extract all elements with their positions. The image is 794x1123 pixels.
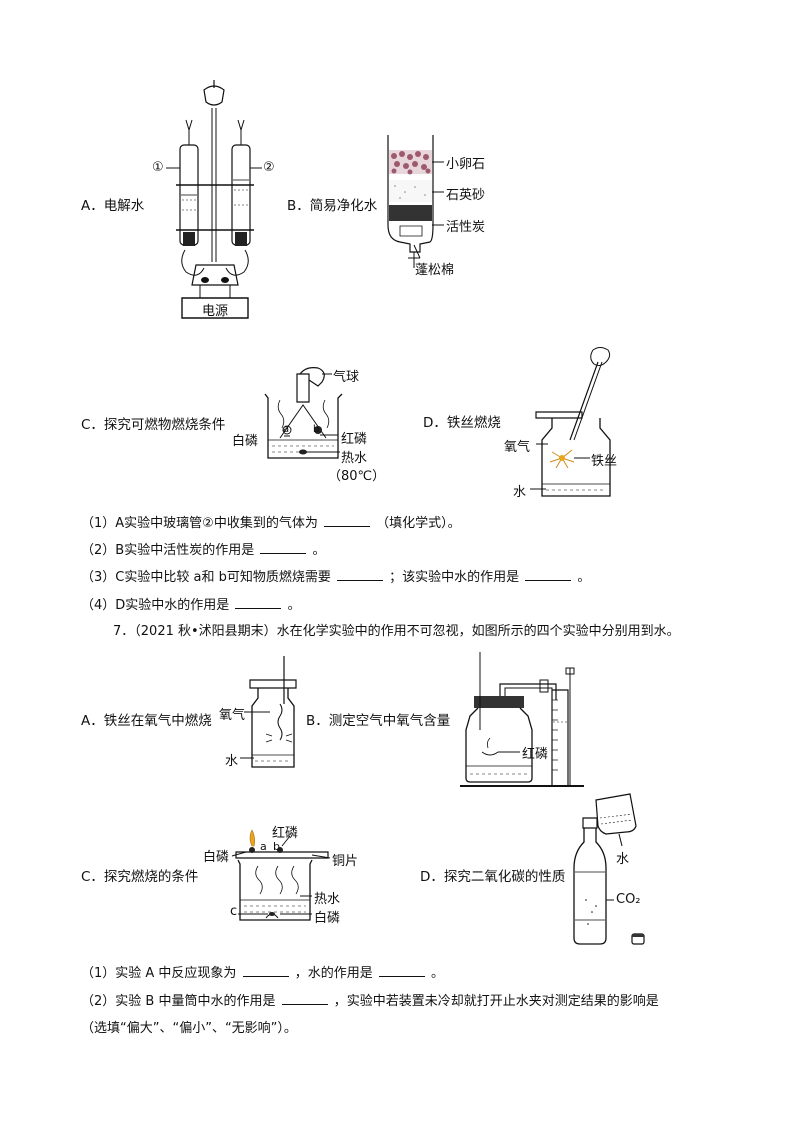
answer-blank[interactable] <box>378 965 425 977</box>
oxygen-label: 氧气 <box>504 440 531 455</box>
question-text: （1）实验 A 中反应现象为 <box>81 966 237 981</box>
option-c-label: C．探究可燃物燃烧条件 <box>81 417 226 433</box>
answer-blank[interactable] <box>336 569 383 581</box>
question-text: ；该实验中水的作用是 <box>389 570 520 585</box>
q7-co2-bottle-figure <box>568 795 648 950</box>
water-label: 水 <box>513 485 527 500</box>
q7-point-a-label: a <box>260 840 267 853</box>
q7-point-c-label: c <box>230 904 238 919</box>
question-text: （2）实验 B 中量筒中水的作用是 <box>81 994 276 1009</box>
answer-blank[interactable] <box>323 515 370 527</box>
question-6-1: （1）A实验中玻璃管②中收集到的气体为 （填化学式）。 <box>81 512 461 531</box>
q7-point-b-label: b <box>273 840 280 853</box>
answer-blank[interactable] <box>260 542 307 554</box>
tube-2-label: ② <box>263 160 275 175</box>
question-6-3: （3）C实验中比较 a和 b可知物质燃烧需要 ；该实验中水的作用是 。 <box>81 566 590 585</box>
option-a-label: A．电解水 <box>81 198 145 214</box>
water-purifier-figure <box>385 130 445 280</box>
pebble-layer-label: 小卵石 <box>446 157 486 172</box>
q7-oxygen-label: 氧气 <box>219 708 246 723</box>
q7-white-phosphorus-bottom-label: 白磷 <box>314 911 341 926</box>
q7-combustion-conditions-figure <box>228 825 338 925</box>
question-text: 。 <box>312 543 326 558</box>
question-7-1: （1）实验 A 中反应现象为 ，水的作用是 。 <box>81 962 444 981</box>
white-phosphorus-label: 白磷 <box>232 434 259 449</box>
option-b-label: B．简易净化水 <box>287 198 378 214</box>
question-text: （3）C实验中比较 a和 b可知物质燃烧需要 <box>81 570 331 585</box>
temperature-label: （80℃） <box>328 469 386 484</box>
q7-option-a-label: A．铁丝在氧气中燃烧 <box>81 713 212 729</box>
answer-blank[interactable] <box>525 569 572 581</box>
question-7-stem: 7．（2021 秋•沭阳县期末）水在化学实验中的作用不可忽视，如图所示的四个实验… <box>113 624 680 639</box>
q7-white-phosphorus-top-label: 白磷 <box>203 850 230 865</box>
question-text: 。 <box>577 570 591 585</box>
q7-hot-water-label: 热水 <box>314 892 341 907</box>
q7-option-b-label: B．测定空气中氧气含量 <box>306 713 451 729</box>
question-6-2: （2）B实验中活性炭的作用是 。 <box>81 539 326 558</box>
question-text: （1）A实验中玻璃管②中收集到的气体为 <box>81 516 318 531</box>
cotton-layer-label: 蓬松棉 <box>415 263 455 278</box>
combustion-beaker-figure <box>262 360 362 465</box>
question-7-2: （2）实验 B 中量筒中水的作用是 ，实验中若装置未冷却就打开止水夹对测定结果的… <box>81 990 659 1009</box>
question-text: （2）B实验中活性炭的作用是 <box>81 543 255 558</box>
question-text: ，水的作用是 <box>294 966 373 981</box>
hot-water-label: 热水 <box>341 451 368 466</box>
question-text: （填化学式）。 <box>376 516 461 531</box>
q7-water-label: 水 <box>225 754 239 769</box>
question-text: （4）D实验中水的作用是 <box>81 598 230 613</box>
question-text: 。 <box>431 966 445 981</box>
answer-blank[interactable] <box>242 965 289 977</box>
red-phosphorus-label: 红磷 <box>341 432 368 447</box>
quartz-sand-label: 石英砂 <box>446 188 486 203</box>
q7-option-d-label: D．探究二氧化碳的性质 <box>420 869 566 885</box>
activated-carbon-label: 活性炭 <box>446 220 486 235</box>
q7-water-pour-label: 水 <box>616 852 630 867</box>
q7-red-phosphorus-label: 红磷 <box>272 826 299 841</box>
point-b-label: b <box>313 424 320 435</box>
electrolysis-apparatus-figure <box>150 80 290 320</box>
q7-iron-oxygen-jar-figure <box>225 655 300 770</box>
power-source-label: 电源 <box>202 304 229 319</box>
q7-copper-plate-label: 铜片 <box>332 854 359 869</box>
answer-blank[interactable] <box>235 597 282 609</box>
question-text: ，实验中若装置未冷却就打开止水夹对测定结果的影响是 <box>333 994 659 1009</box>
tube-1-label: ① <box>152 160 164 175</box>
iron-wire-jar-figure <box>530 345 630 500</box>
iron-wire-label: 铁丝 <box>591 454 618 469</box>
question-7-2-options: （选填“偏大”、“偏小”、“无影响”）。 <box>81 1017 297 1036</box>
answer-blank[interactable] <box>281 993 328 1005</box>
option-d-label: D．铁丝燃烧 <box>423 415 501 431</box>
question-6-4: （4）D实验中水的作用是 。 <box>81 594 301 613</box>
q7-oxygen-content-apparatus-figure <box>458 645 588 790</box>
q7-co2-label: CO₂ <box>616 892 641 907</box>
point-a-label: a <box>283 424 290 435</box>
q7-option-c-label: C．探究燃烧的条件 <box>81 869 199 885</box>
question-text: 。 <box>287 598 301 613</box>
q7-red-phosphorus-label: 红磷 <box>522 747 549 762</box>
question-text: （选填“偏大”、“偏小”、“无影响”）。 <box>81 1021 297 1036</box>
balloon-label: 气球 <box>333 370 360 385</box>
